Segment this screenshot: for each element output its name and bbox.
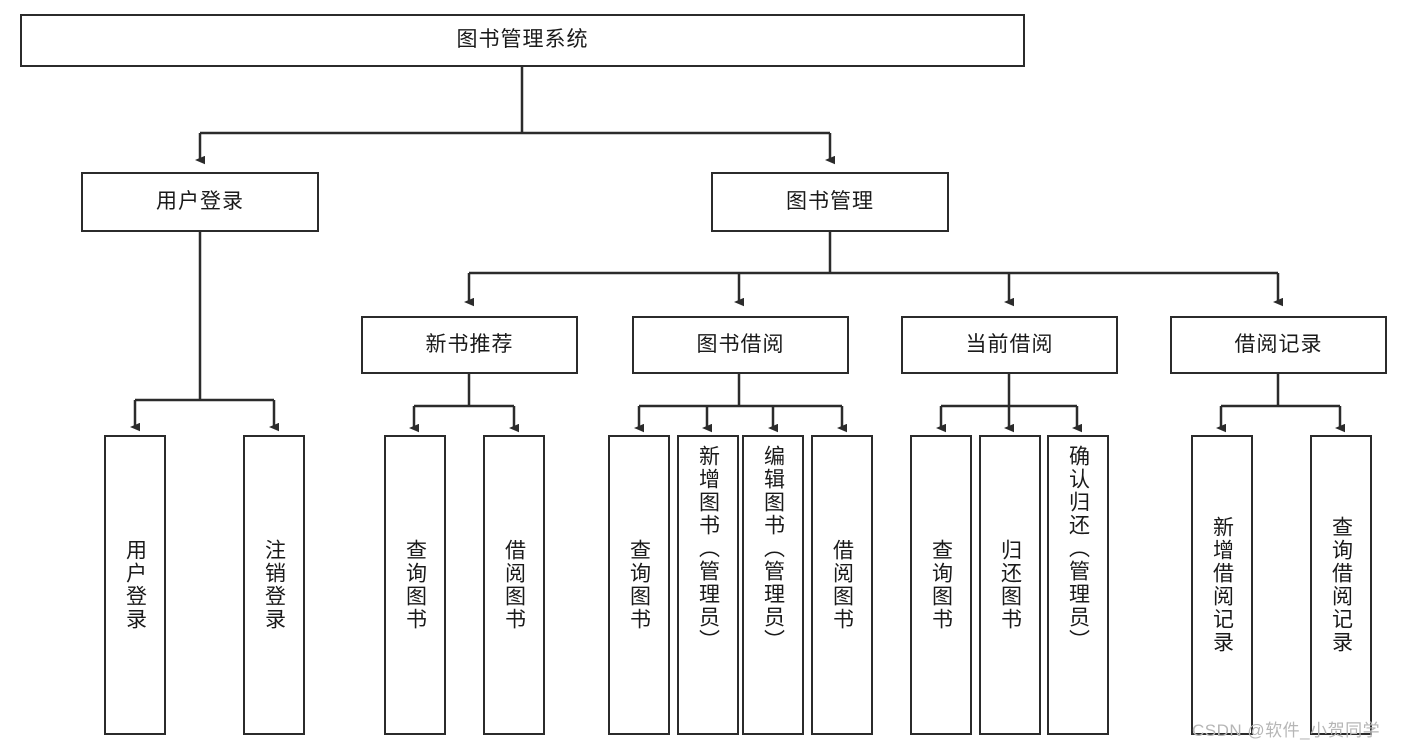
node-label: 借阅图书	[502, 539, 526, 631]
node-leaf-query-record[interactable]: 查询借阅记录	[1310, 435, 1372, 735]
node-label: 确认归还（管理员）	[1066, 445, 1090, 652]
node-user-login[interactable]: 用户登录	[81, 172, 319, 232]
node-leaf-borrow-book-2[interactable]: 借阅图书	[811, 435, 873, 735]
node-leaf-query-book-2[interactable]: 查询图书	[608, 435, 670, 735]
node-book-borrow[interactable]: 图书借阅	[632, 316, 849, 374]
node-leaf-query-book-3[interactable]: 查询图书	[910, 435, 972, 735]
node-leaf-user-login[interactable]: 用户登录	[104, 435, 166, 735]
node-label: 借阅图书	[830, 539, 854, 631]
node-label: 查询图书	[929, 539, 953, 631]
node-label: 借阅记录	[1234, 332, 1323, 356]
node-root-system[interactable]: 图书管理系统	[20, 14, 1025, 67]
node-label: 用户登录	[156, 189, 244, 213]
node-new-book-recommend[interactable]: 新书推荐	[361, 316, 578, 374]
node-label: 查询图书	[627, 539, 651, 631]
node-label: 新增借阅记录	[1210, 516, 1234, 654]
node-label: 查询图书	[403, 539, 427, 631]
node-leaf-borrow-book-1[interactable]: 借阅图书	[483, 435, 545, 735]
node-label: 图书管理	[786, 189, 874, 213]
node-leaf-add-book[interactable]: 新增图书（管理员）	[677, 435, 739, 735]
node-leaf-return-book[interactable]: 归还图书	[979, 435, 1041, 735]
node-label: 图书借阅	[696, 332, 785, 356]
node-label: 新增图书（管理员）	[696, 445, 720, 652]
node-leaf-add-record[interactable]: 新增借阅记录	[1191, 435, 1253, 735]
node-current-borrow[interactable]: 当前借阅	[901, 316, 1118, 374]
node-label: 注销登录	[262, 539, 286, 631]
csdn-watermark: CSDN @软件_小贺同学	[1192, 721, 1381, 740]
node-leaf-edit-book[interactable]: 编辑图书（管理员）	[742, 435, 804, 735]
node-label: 图书管理系统	[456, 28, 589, 52]
node-label: 新书推荐	[425, 332, 514, 356]
node-label: 用户登录	[123, 539, 147, 631]
node-leaf-logout[interactable]: 注销登录	[243, 435, 305, 735]
node-label: 当前借阅	[965, 332, 1054, 356]
node-label: 归还图书	[998, 539, 1022, 631]
node-book-management[interactable]: 图书管理	[711, 172, 949, 232]
node-label: 查询借阅记录	[1329, 516, 1353, 654]
node-leaf-confirm-return[interactable]: 确认归还（管理员）	[1047, 435, 1109, 735]
node-label: 编辑图书（管理员）	[761, 445, 785, 652]
node-leaf-query-book-1[interactable]: 查询图书	[384, 435, 446, 735]
node-borrow-record[interactable]: 借阅记录	[1170, 316, 1387, 374]
